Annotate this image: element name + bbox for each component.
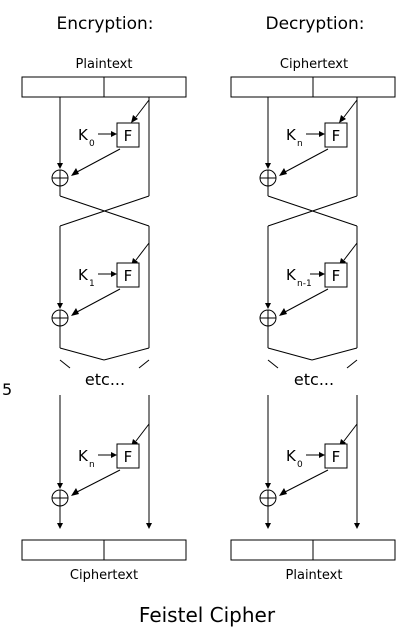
- round-key-subscript: n: [297, 139, 303, 149]
- decryption-round-n: F K 0: [259, 395, 360, 529]
- xor-icon: [51, 169, 69, 187]
- xor-icon: [259, 169, 277, 187]
- round-key-subscript: n-1: [297, 279, 312, 289]
- xor-icon: [51, 489, 69, 507]
- encryption-column: Plaintext F K 0: [21, 57, 187, 583]
- f-function-label: F: [124, 448, 133, 466]
- f-function-box: [116, 122, 140, 148]
- round-key-label: K: [286, 266, 297, 284]
- round-key-label: K: [78, 266, 89, 284]
- encryption-heading: Encryption:: [57, 14, 154, 34]
- f-function-label: F: [332, 127, 341, 145]
- decryption-round-1: F K n: [259, 97, 358, 227]
- f-function-label: F: [332, 267, 341, 285]
- f-function-box: [324, 122, 348, 148]
- xor-icon: [259, 489, 277, 507]
- f-function-box: [324, 443, 348, 469]
- encryption-round-2: F K 1: [51, 226, 150, 369]
- decryption-heading: Decryption:: [265, 14, 364, 34]
- f-function-box: [116, 262, 140, 288]
- decryption-output-label: Plaintext: [286, 568, 343, 583]
- round-key-subscript: 0: [89, 139, 95, 149]
- diagram-caption: Feistel Cipher: [139, 603, 276, 627]
- f-function-box: [116, 443, 140, 469]
- round-key-label: K: [78, 126, 89, 144]
- round-key-subscript: 1: [89, 279, 95, 289]
- decryption-input-block: [230, 76, 396, 98]
- encryption-round-n: F K n: [51, 395, 152, 529]
- decryption-round-2: F K n-1: [259, 226, 358, 369]
- encryption-output-block: [21, 539, 187, 561]
- encryption-output-label: Ciphertext: [70, 568, 138, 583]
- f-function-label: F: [124, 127, 133, 145]
- f-function-box: [324, 262, 348, 288]
- round-key-subscript: n: [89, 460, 95, 470]
- xor-icon: [259, 309, 277, 327]
- round-key-label: K: [286, 126, 297, 144]
- round-key-label: K: [78, 447, 89, 465]
- f-function-label: F: [124, 267, 133, 285]
- etc-label: etc...: [294, 370, 334, 389]
- xor-icon: [51, 309, 69, 327]
- round-key-label: K: [286, 447, 297, 465]
- encryption-round-1: F K 0: [51, 97, 150, 227]
- f-function-label: F: [332, 448, 341, 466]
- etc-label: etc...: [85, 370, 125, 389]
- encryption-input-block: [21, 76, 187, 98]
- round-key-subscript: 0: [297, 460, 303, 470]
- decryption-output-block: [230, 539, 396, 561]
- decryption-column: Ciphertext F K n: [230, 57, 396, 583]
- decryption-input-label: Ciphertext: [280, 57, 348, 72]
- encryption-input-label: Plaintext: [76, 57, 133, 72]
- stray-glyph: 5: [2, 380, 12, 399]
